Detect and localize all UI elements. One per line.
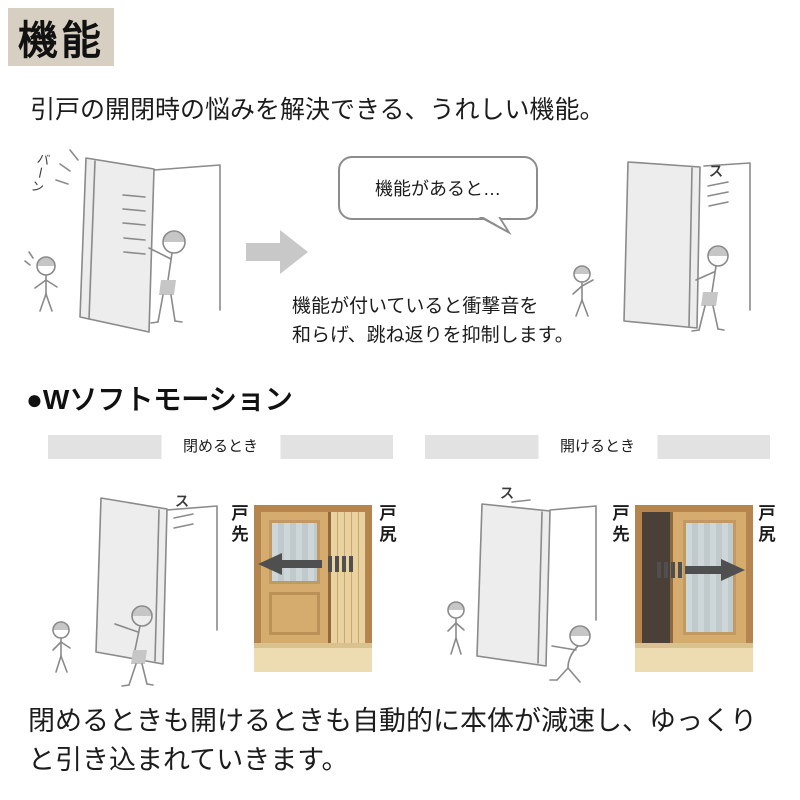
sliding-door (79, 157, 155, 333)
door-product-photo-opening (635, 505, 753, 672)
transition-arrow-icon (246, 230, 308, 274)
motion-lines (173, 513, 194, 529)
door-frame-right (365, 505, 372, 643)
adult-figure (691, 245, 729, 332)
caption: 機能が付いていると衝撃音を 和らげ、跳ね返りを抑制します。 (292, 292, 574, 351)
caption-line1: 機能が付いていると衝撃音を (292, 296, 539, 317)
panel-closing-header: 閉めるとき (48, 435, 393, 459)
floor (635, 643, 753, 672)
door-frame-top (254, 505, 372, 512)
sfx-slide-label: ス (175, 493, 189, 509)
footer-line2: と引き込まれていきます。 (28, 745, 349, 776)
door-soft-close-illustration: ス (572, 161, 751, 332)
wall-lines (703, 162, 751, 311)
panel-opening: 開けるとき ス (425, 435, 776, 697)
opening-illustration: ス (447, 485, 597, 683)
speech-bubble: 機能があると… (338, 156, 538, 220)
panel-opening-header: 開けるとき (425, 435, 770, 459)
door-frame-left (635, 505, 642, 643)
door-slam-illustration (24, 149, 221, 333)
door-frame-top (635, 505, 753, 512)
sliding-door (476, 503, 551, 667)
arrow-left-icon (258, 553, 353, 575)
child-figure (447, 601, 465, 655)
label-door-front-edge: 戸先 (612, 504, 630, 545)
function-badge-label: 機能 (18, 19, 104, 63)
adult-figure (549, 625, 591, 683)
footer-text: 閉めるときも開けるときも自動的に本体が減速し、ゆっくり と引き込まれていきます。 (28, 702, 757, 780)
section-title: ●Wソフトモーション (26, 384, 293, 415)
sfx-slide-label: ス (500, 485, 514, 501)
closing-illustration: ス (52, 493, 218, 687)
scene-after: ス (552, 140, 767, 355)
wall-lines (549, 505, 597, 621)
adult-figure (114, 605, 154, 687)
scene-before: バーン (22, 138, 237, 353)
child-figure (24, 251, 58, 312)
panel-closing: 閉めるとき ス (48, 435, 397, 697)
door-panel (261, 512, 331, 643)
panel-opening-title: 開けるとき (537, 435, 658, 459)
sliding-door (623, 161, 701, 329)
caption-line2: 和らげ、跳ね返りを抑制します。 (292, 325, 574, 347)
arrow-right-icon (657, 559, 745, 581)
wall-lines (153, 164, 221, 311)
sliding-door (95, 497, 168, 665)
child-figure (572, 265, 594, 317)
door-product-photo-closing (254, 505, 372, 672)
label-door-front-edge: 戸先 (231, 504, 249, 545)
door-frame-left (254, 505, 261, 643)
intro-text: 引戸の開閉時の悩みを解決できる、うれしい機能。 (30, 96, 605, 124)
door-frame-right (746, 505, 753, 643)
wall-lines (166, 505, 218, 631)
adult-figure (148, 230, 186, 324)
footer-line1: 閉めるときも開けるときも自動的に本体が減速し、ゆっくり (28, 706, 757, 736)
speech-bubble-text: 機能があると… (375, 179, 501, 199)
floor (254, 643, 372, 672)
function-badge: 機能 (8, 8, 114, 66)
door-pocket (331, 512, 365, 643)
motion-lines (511, 499, 531, 503)
impact-lines (55, 149, 79, 185)
label-door-rear-edge: 戸尻 (758, 504, 776, 545)
label-door-rear-edge: 戸尻 (379, 504, 397, 545)
door-lower-panel (269, 592, 320, 635)
motion-lines (707, 181, 729, 207)
sfx-slide-label: ス (709, 163, 723, 179)
child-figure (52, 621, 71, 673)
door-glass (269, 520, 320, 584)
panel-closing-title: 閉めるとき (160, 435, 281, 459)
